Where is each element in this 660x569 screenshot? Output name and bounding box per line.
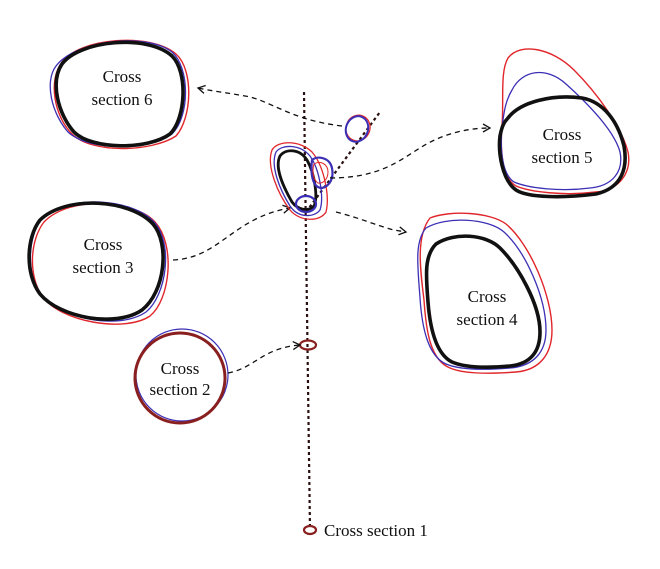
cross-section-5-shape	[497, 48, 630, 199]
arrow-to-cross-section-2	[227, 340, 302, 374]
cross-section-2-label-line1: Cross	[161, 359, 200, 378]
branch-small-section	[344, 114, 371, 143]
cross-section-4-shape	[417, 212, 553, 374]
cross-section-2-shape	[133, 328, 229, 425]
cross-section-3-label-line1: Cross	[84, 235, 123, 254]
cross-section-1-label: Cross section 1	[324, 521, 428, 540]
cross-section-1-marker	[302, 524, 318, 536]
arrow-to-cross-section-3	[172, 204, 292, 261]
cross-section-4-label-line1: Cross	[468, 287, 507, 306]
arrow-to-cross-section-5	[329, 123, 492, 179]
central-axis	[302, 91, 312, 531]
cross-section-6-shape	[49, 39, 190, 150]
cross-section-6-label-line1: Cross	[103, 67, 142, 86]
cross-section-3-shape	[27, 201, 169, 325]
cross-section-4-label-line2: section 4	[457, 310, 518, 329]
central-section-cluster	[269, 142, 334, 220]
cross-section-6-label-line2: section 6	[92, 90, 153, 109]
arrow-to-cross-section-4	[335, 211, 408, 236]
cross-section-5-label-line1: Cross	[543, 125, 582, 144]
cross-section-2-label-line2: section 2	[150, 380, 211, 399]
cross-section-5-label-line2: section 5	[532, 148, 593, 167]
cross-section-3-label-line2: section 3	[73, 258, 134, 277]
arrow-to-cross-section-6	[196, 84, 343, 127]
